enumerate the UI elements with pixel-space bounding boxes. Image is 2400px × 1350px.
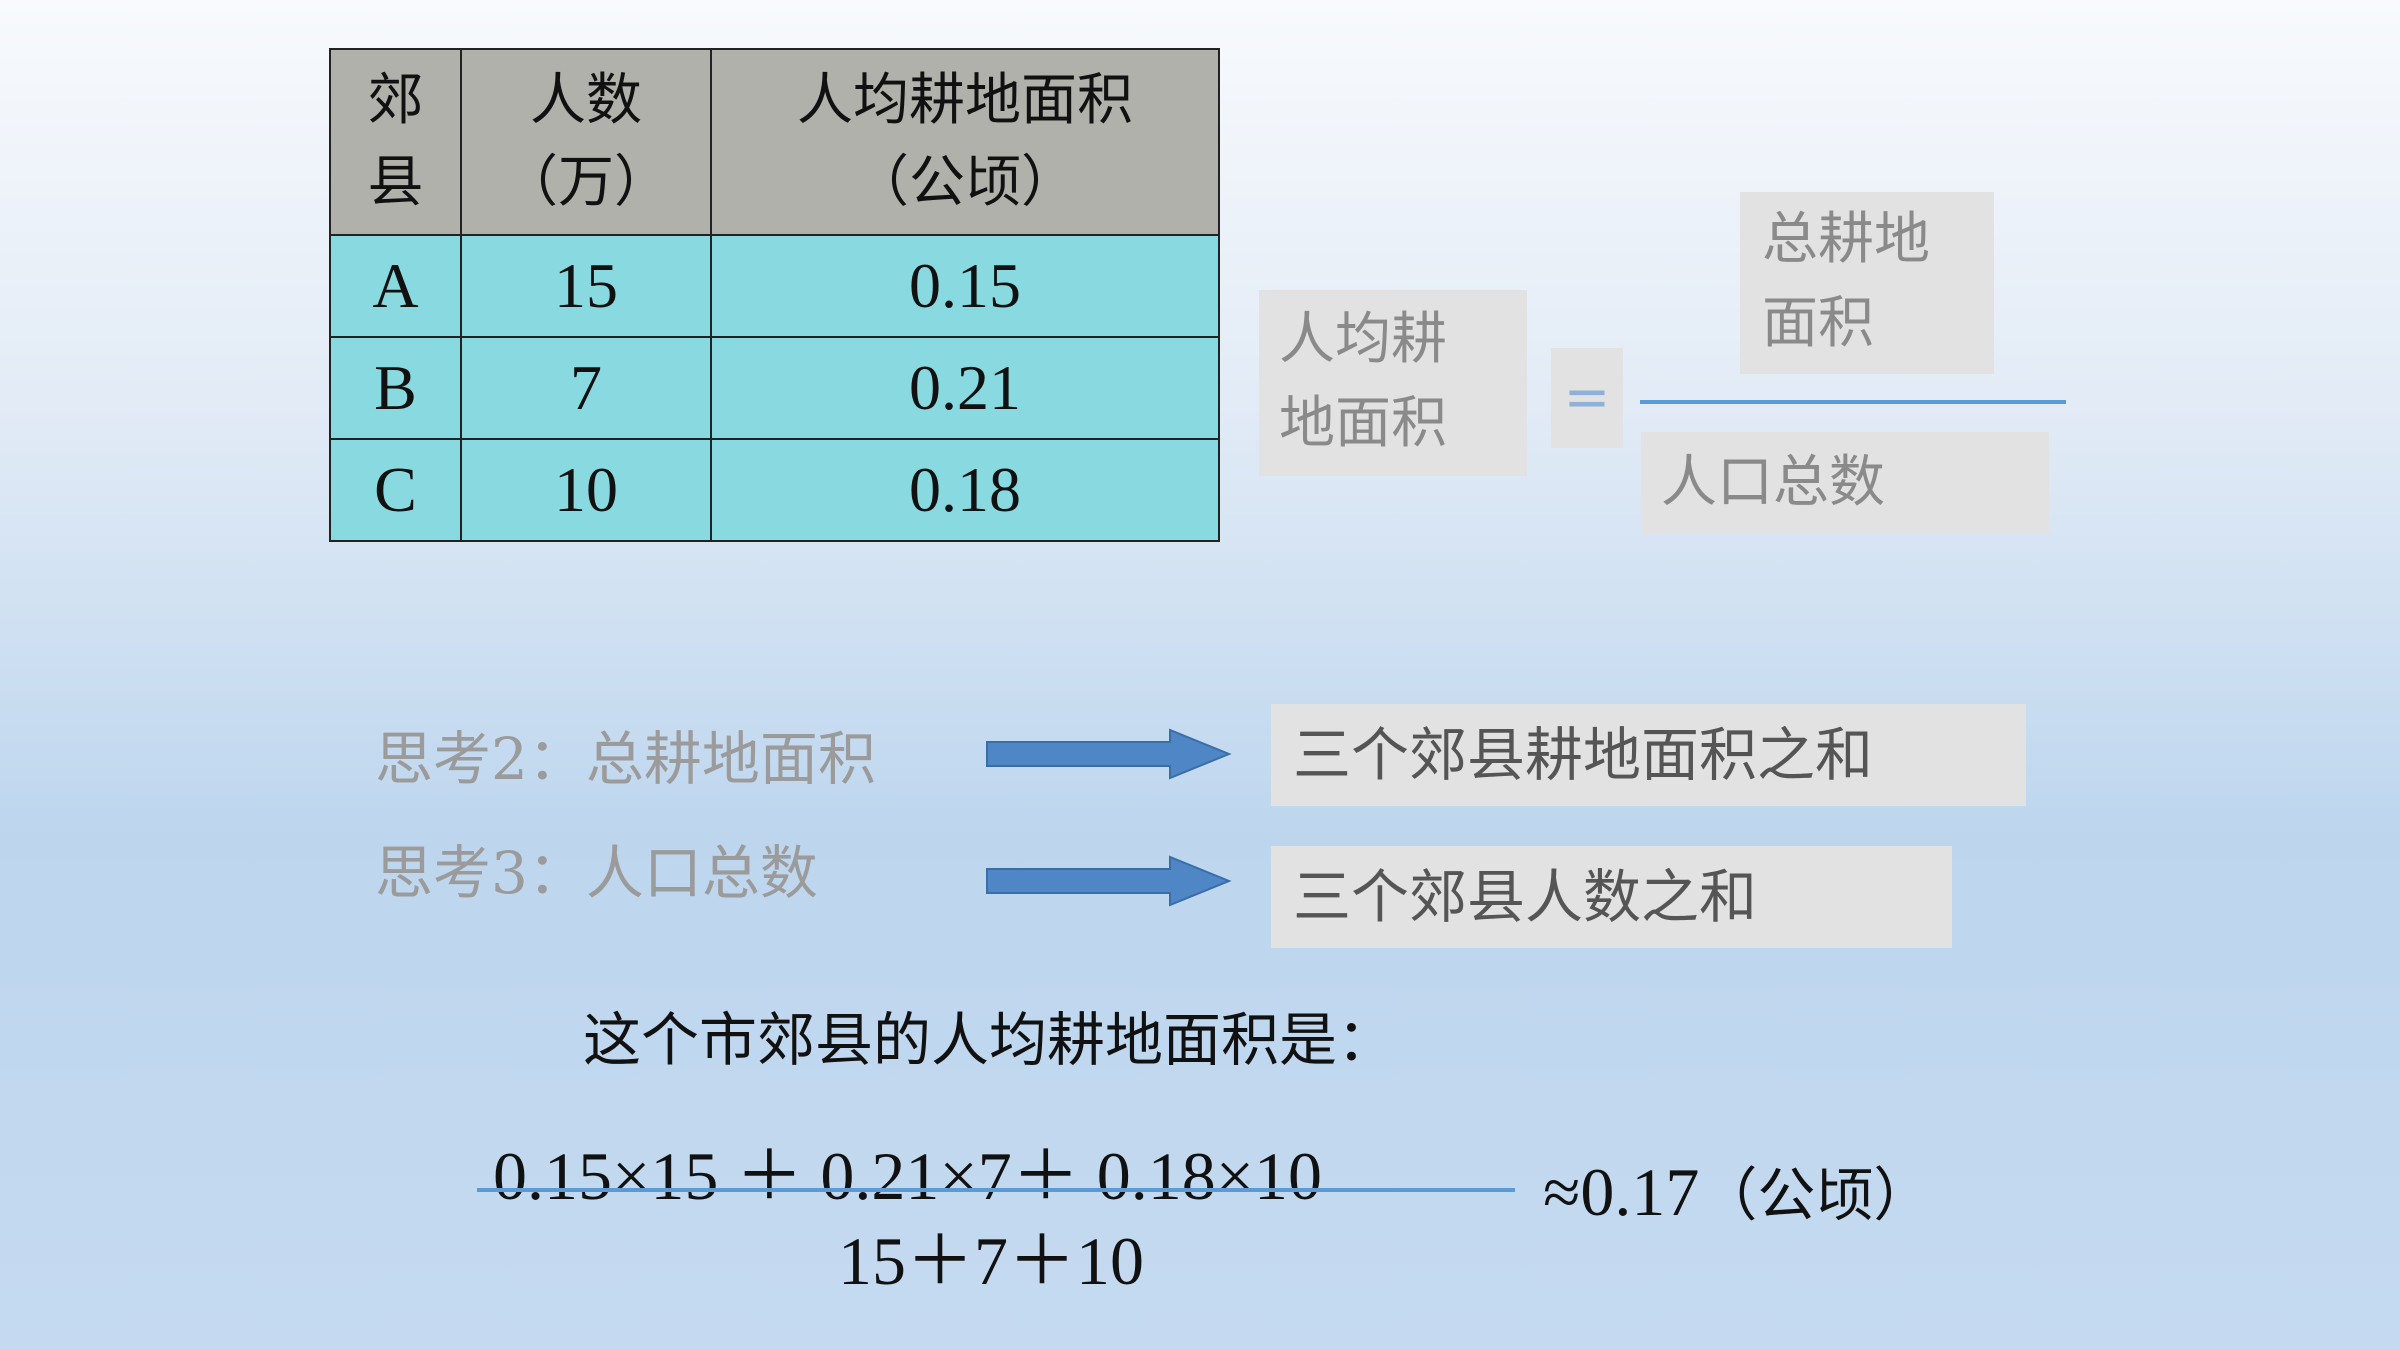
formula-denominator: 人口总数 [1661,450,1885,515]
table-cell: 15 [460,234,712,338]
table-cell: 0.15 [710,234,1220,338]
header-county: 郊 县 [329,48,462,236]
table-cell: A [329,234,462,338]
think-3-answer: 三个郊县人数之和 [1271,846,1952,948]
calc-result: ≈0.17（公顷） [1543,1148,1931,1232]
formula-denominator-box: 人口总数 [1641,432,2049,534]
table-cell: 0.21 [710,336,1220,440]
header-area-per-capita: 人均耕地面积 （公顷） [710,48,1220,236]
data-table: 郊 县 人数 （万） 人均耕地面积 （公顷） A 15 0.15 B 7 0.2… [329,48,1220,542]
think-2-answer: 三个郊县耕地面积之和 [1271,704,2026,806]
calc-result-value: ≈0.17 [1543,1154,1700,1230]
formula-numerator-line1: 总耕地 [1762,207,1930,272]
table-header-row: 郊 县 人数 （万） 人均耕地面积 （公顷） [329,48,1220,236]
equals-sign: = [1563,365,1611,430]
table-cell: 10 [460,438,712,542]
think-2-label: 思考2：总耕地面积 [375,725,876,793]
table-cell: 7 [460,336,712,440]
calc-result-unit: （公顷） [1699,1161,1932,1229]
table-cell: 0.18 [710,438,1220,542]
table-cell: B [329,336,462,440]
table-row: C 10 0.18 [329,438,1220,542]
arrow-right-icon [986,728,1232,780]
calc-fraction-line [477,1188,1515,1192]
formula-left-line1: 人均耕 [1279,307,1447,372]
formula-left-line2: 地面积 [1279,391,1447,456]
think-3-label: 思考3：人口总数 [375,839,818,907]
calc-denominator: 15＋7＋10 [838,1223,1145,1299]
formula-numerator-box: 总耕地 面积 [1740,192,1994,374]
table-row: B 7 0.21 [329,336,1220,440]
table-row: A 15 0.15 [329,234,1220,338]
arrow-right-icon [986,855,1232,907]
table-cell: C [329,438,462,542]
calc-numerator: 0.15×15 ＋ 0.21×7＋ 0.18×10 [493,1138,1323,1214]
formula-equals-box: = [1551,348,1623,448]
formula-fraction-line [1640,400,2066,404]
conclusion-text: 这个市郊县的人均耕地面积是： [583,1006,1396,1074]
header-population: 人数 （万） [460,48,712,236]
formula-numerator-line2: 面积 [1762,291,1874,356]
formula-left-box: 人均耕 地面积 [1259,290,1527,476]
